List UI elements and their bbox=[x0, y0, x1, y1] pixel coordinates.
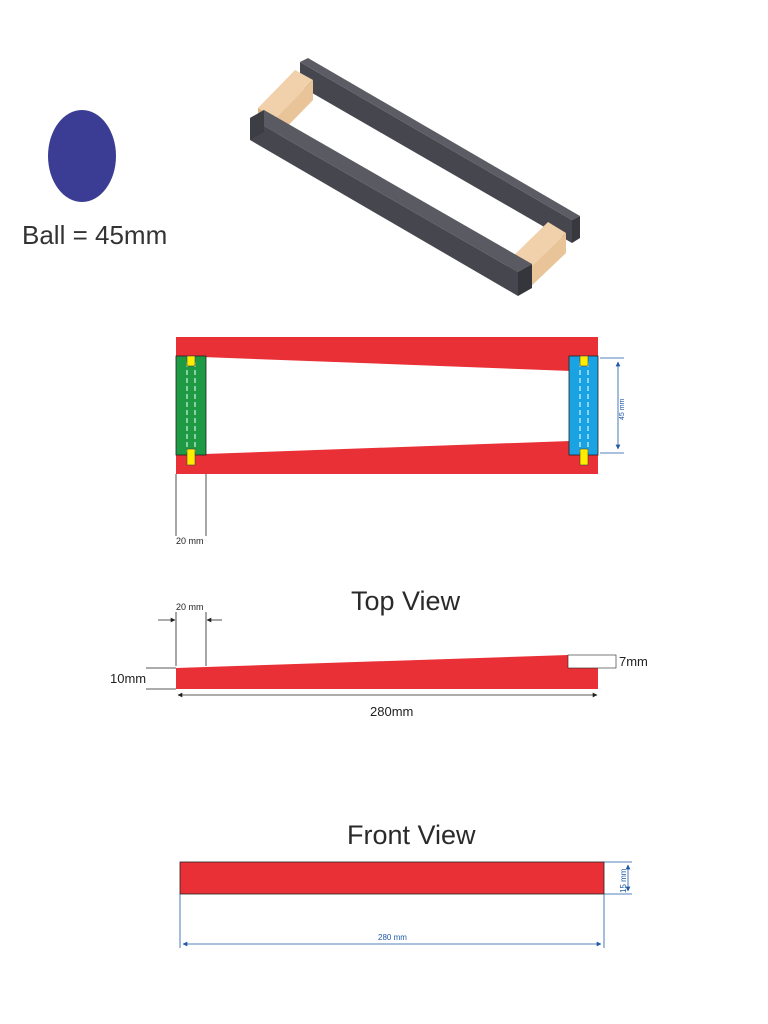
plan-height-dim: 45 mm bbox=[619, 398, 626, 420]
front-view-title: Front View bbox=[347, 820, 476, 850]
plan-pin bbox=[186, 355, 196, 367]
plan-view: 20 mm 45 mm bbox=[175, 337, 626, 546]
ball-circle bbox=[48, 110, 116, 202]
back-rail bbox=[300, 62, 572, 243]
top-view: 20 mm 10mm 7mm 280mm bbox=[110, 602, 648, 719]
isometric-frame-3d bbox=[250, 58, 580, 296]
plan-top-rail bbox=[176, 337, 598, 372]
left-wood-block bbox=[258, 70, 313, 118]
top-view-right-height-dim: 7mm bbox=[619, 654, 648, 669]
plan-pin bbox=[579, 448, 589, 466]
plan-bottom-rail bbox=[176, 440, 598, 474]
plan-green-block bbox=[175, 355, 207, 456]
top-view-notch bbox=[567, 654, 617, 669]
top-view-left-height-dim: 10mm bbox=[110, 671, 146, 686]
front-view-length-dim: 280 mm bbox=[378, 933, 407, 942]
plan-pin bbox=[186, 448, 196, 466]
front-rail bbox=[250, 118, 518, 296]
plan-pin bbox=[579, 355, 589, 367]
top-view-width-dim: 20 mm bbox=[176, 602, 204, 612]
front-view-bar bbox=[179, 861, 605, 895]
plan-blue-block bbox=[568, 355, 599, 456]
front-view: 15 mm 280 mm bbox=[179, 861, 632, 948]
plan-width-dim: 20 mm bbox=[176, 536, 204, 546]
top-view-title: Top View bbox=[351, 586, 461, 616]
ball-label: Ball = 45mm bbox=[22, 220, 168, 250]
top-view-length-dim: 280mm bbox=[370, 704, 413, 719]
front-view-height-dim: 15 mm bbox=[619, 868, 628, 893]
top-view-wedge bbox=[176, 655, 598, 689]
